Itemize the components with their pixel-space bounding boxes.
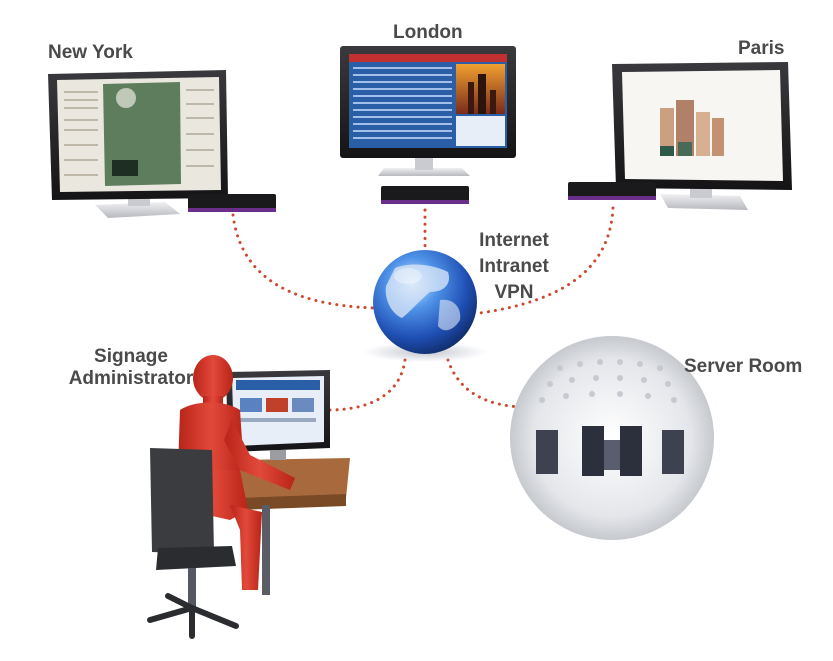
paris-media-player [568,182,656,200]
label-signage: Signage [94,346,168,367]
paris-display [612,62,792,210]
label-london: London [393,22,463,43]
new-york-display [48,70,228,218]
connection-lines [231,206,615,412]
label-intranet: Intranet [479,256,549,277]
new-york-media-player [188,194,276,212]
label-new-york: New York [48,42,133,63]
connection-paris [478,206,615,315]
label-paris: Paris [738,38,785,59]
label-internet: Internet [479,230,549,251]
label-vpn: VPN [494,282,534,303]
label-administrator-word: Administrator [68,368,194,389]
label-server-room: Server Room [684,356,803,377]
server-room-image [510,336,714,540]
admin-workstation [147,355,350,639]
london-media-player [381,186,469,204]
connection-new-york [231,213,377,310]
connection-administrator [326,358,407,412]
label-administrator: Signage Administrator [66,346,196,390]
globe-icon [363,250,487,362]
connection-server-room [446,358,522,409]
label-network: Internet Intranet VPN [464,228,564,306]
london-display [340,46,516,176]
